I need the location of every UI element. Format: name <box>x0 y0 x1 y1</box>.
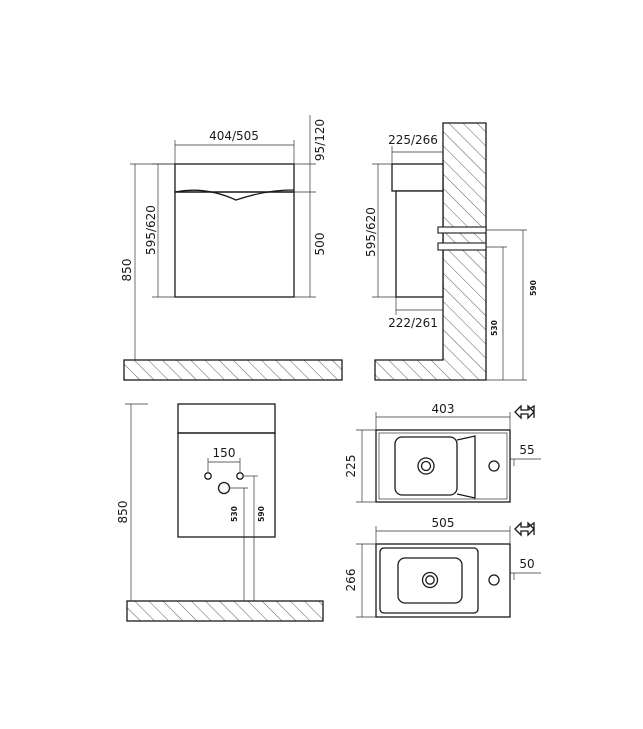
back-hole-right <box>236 472 244 480</box>
back-drain-hole <box>217 481 231 495</box>
basin-small-tap-label: 55 <box>519 443 534 457</box>
basin-small-depth-label: 225 <box>344 455 358 478</box>
front-top-label: 95/120 <box>313 119 327 161</box>
basin-large-reversible-arrows-icon <box>514 521 535 537</box>
basin-small-tap-hole <box>488 460 500 472</box>
basin-large-tap-label: 50 <box>519 557 534 571</box>
basin-small-bowl <box>394 436 458 496</box>
back-cabinet <box>177 432 276 538</box>
side-pipe-low-label: 530 <box>490 320 499 336</box>
basin-small-width-label: 403 <box>432 402 455 416</box>
side-cabinet <box>395 190 444 298</box>
basin-small-view: 403 225 55 <box>344 402 541 503</box>
basin-small-drain-inner <box>420 460 432 472</box>
side-bottom-depth-label: 222/261 <box>388 316 438 330</box>
side-height-label: 595/620 <box>364 207 378 257</box>
front-cabinet-label: 500 <box>313 233 327 256</box>
front-height-label: 595/620 <box>144 205 158 255</box>
front-floor-label: 850 <box>120 259 134 282</box>
front-floor <box>123 359 343 381</box>
side-pipe-high-label: 590 <box>529 280 538 296</box>
basin-small-outer <box>375 429 511 503</box>
front-width-label: 404/505 <box>209 129 259 143</box>
basin-small-reversible-arrows-icon <box>514 404 535 420</box>
basin-large-view: 505 266 50 <box>344 516 541 618</box>
back-hole-left <box>204 472 212 480</box>
back-drain-label: 530 <box>230 506 239 522</box>
basin-large-inner <box>379 547 479 614</box>
basin-small-drain-outer <box>417 457 435 475</box>
front-basin-top <box>174 163 295 193</box>
back-holes-label: 150 <box>213 446 236 460</box>
basin-large-bowl <box>397 557 463 604</box>
back-basin-top <box>177 403 276 434</box>
side-view: 225/266 595/620 222/261 530 590 <box>364 122 538 381</box>
front-view: 404/505 95/120 500 595/620 850 <box>120 115 343 381</box>
back-water-label: 590 <box>257 506 266 522</box>
basin-large-tap-hole <box>488 574 500 586</box>
basin-large-drain-inner <box>425 575 435 585</box>
side-pipe-lower <box>437 242 487 251</box>
basin-large-width-label: 505 <box>432 516 455 530</box>
side-pipe-upper <box>437 226 487 234</box>
back-floor <box>126 600 324 622</box>
basin-large-depth-label: 266 <box>344 569 358 592</box>
basin-large-drain-outer <box>421 571 439 589</box>
side-basin <box>391 163 444 192</box>
back-view: 150 530 590 850 <box>116 403 324 622</box>
side-wall <box>374 122 487 381</box>
front-basin-curve <box>174 189 295 201</box>
front-cabinet <box>174 191 295 298</box>
side-top-depth-label: 225/266 <box>388 133 438 147</box>
basin-small-inner <box>378 432 508 500</box>
basin-large-outer <box>375 543 511 618</box>
back-floor-label: 850 <box>116 501 130 524</box>
basin-small-slope <box>456 435 476 499</box>
